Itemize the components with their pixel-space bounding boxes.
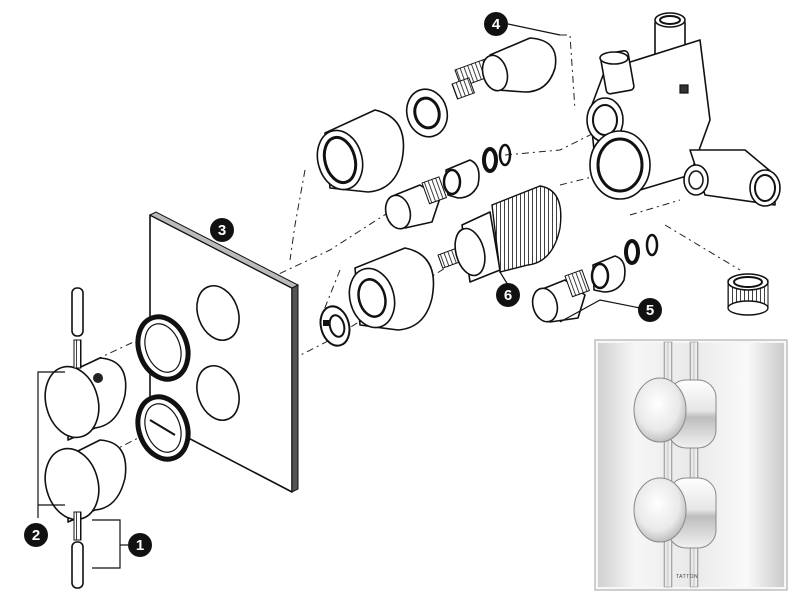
circlip-lower — [645, 233, 659, 257]
screw-upper — [73, 339, 82, 369]
flow-cartridge — [405, 37, 557, 138]
knob-upper — [44, 357, 127, 441]
shroud-upper — [316, 109, 405, 193]
callout-badge-1: 1 — [128, 533, 152, 557]
diverter-lower-parts — [531, 233, 659, 323]
valve-body — [586, 12, 781, 207]
shrouds — [316, 109, 435, 347]
callout-number-3: 3 — [218, 222, 226, 239]
faceplate-hole-lower — [196, 365, 240, 421]
o-ring-upper — [482, 147, 498, 173]
callout-badge-3: 3 — [210, 218, 234, 242]
shroud-lower — [348, 247, 435, 331]
photo-brand-mark: TATTON — [676, 574, 698, 580]
control-knobs — [44, 357, 127, 523]
diverter-sleeve-upper — [442, 159, 480, 199]
callout-number-6: 6 — [504, 287, 512, 304]
retaining-nut-lower — [319, 305, 351, 347]
photo-knob-upper — [633, 377, 717, 449]
callout-number-2: 2 — [32, 527, 40, 544]
diverter-spindle-upper — [384, 176, 448, 230]
faceplate-hole-upper — [196, 285, 240, 341]
o-ring-lower — [624, 239, 640, 265]
knob-lower — [44, 439, 127, 523]
callout-badge-2: 2 — [24, 523, 48, 547]
knob-seal-rings — [135, 314, 191, 462]
callout-number-5: 5 — [646, 302, 654, 319]
pin-upper — [71, 287, 84, 337]
diverter-spindle-lower — [531, 269, 591, 323]
circlip-upper — [498, 143, 512, 167]
screw-lower — [73, 511, 82, 541]
outlet-adapter — [727, 273, 769, 316]
callout-badge-5: 5 — [638, 298, 662, 322]
callout-badge-6: 6 — [496, 283, 520, 307]
pin-lower — [71, 541, 84, 589]
callout-badge-4: 4 — [484, 12, 508, 36]
diverter-sleeve-lower — [590, 255, 626, 293]
leader-lines — [37, 23, 641, 569]
photo-knob-lower — [633, 477, 717, 549]
grub-screws — [71, 287, 84, 589]
thermostatic-cartridge — [437, 185, 562, 283]
callout-number-4: 4 — [492, 16, 501, 33]
diverter-upper-parts — [384, 143, 512, 230]
product-photo: TATTON — [594, 339, 788, 591]
callout-number-1: 1 — [136, 537, 144, 554]
